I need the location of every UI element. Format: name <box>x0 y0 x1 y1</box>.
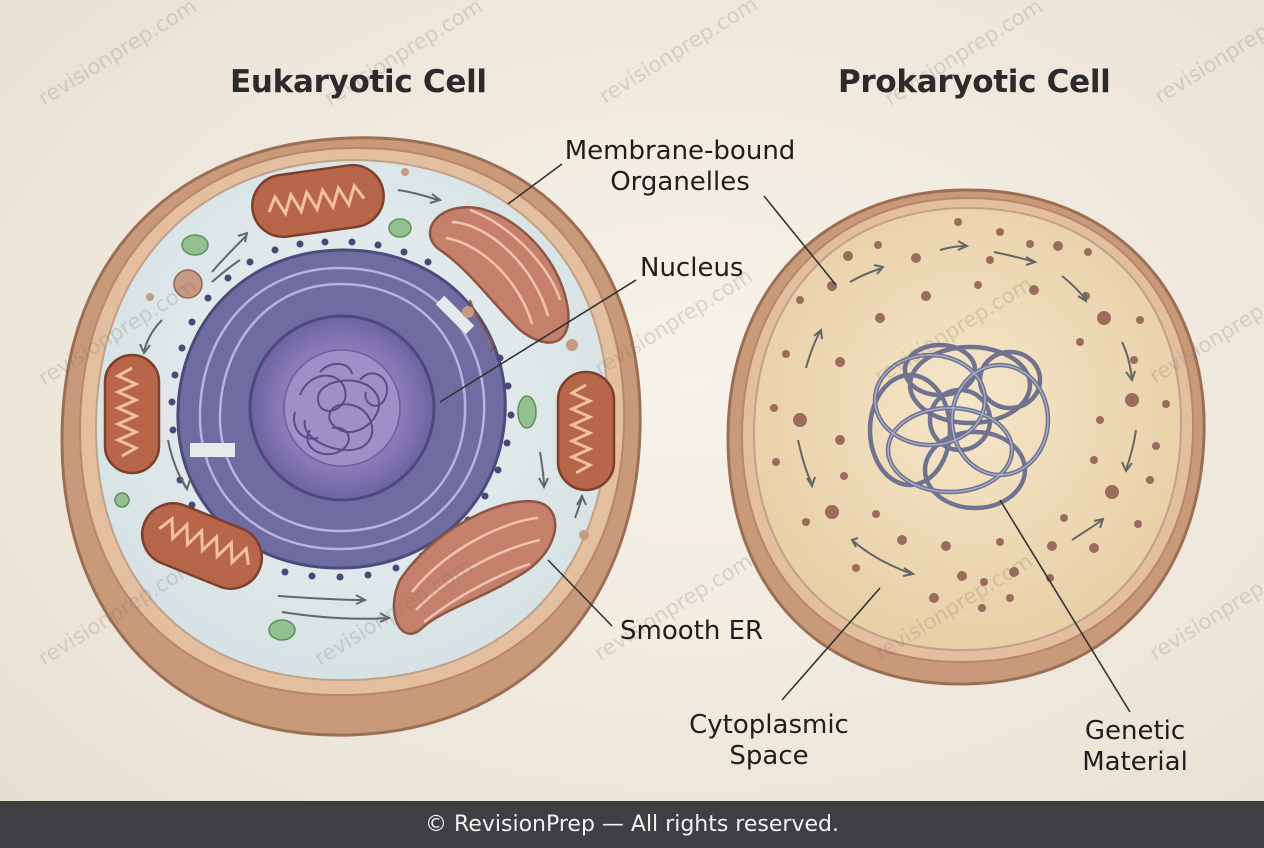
streaming-arrows <box>139 189 587 623</box>
golgi-upper <box>428 205 570 353</box>
golgi-lower <box>392 500 557 635</box>
leader-lines <box>439 163 1131 713</box>
mitochondrion-left <box>103 353 161 475</box>
circular-dna-highlight <box>874 354 1049 493</box>
leader-cytoplasmic-space <box>781 587 881 701</box>
label-cytoplasmic-line2: Space <box>729 741 809 771</box>
prokaryote-ribosomes <box>770 218 1170 612</box>
leader-nucleus <box>439 279 637 403</box>
label-smooth-er: Smooth ER <box>620 616 764 646</box>
label-genetic-line1: Genetic <box>1084 716 1186 746</box>
title-eukaryotic-cell: Eukaryotic Cell <box>230 64 487 100</box>
mitochondrion-top <box>251 163 385 239</box>
leader-membrane-bound-right <box>763 195 837 286</box>
leader-membrane-bound-left <box>507 163 563 205</box>
leader-smooth-er <box>547 559 613 627</box>
title-prokaryotic-cell: Prokaryotic Cell <box>838 64 1111 100</box>
label-cytoplasmic-line1: Cytoplasmic <box>689 710 849 740</box>
eukaryotic-cell <box>60 136 642 737</box>
label-membrane-bound-line1: Membrane-bound <box>564 136 796 166</box>
label-membrane-bound-organelles: Membrane-bound Organelles <box>562 136 798 198</box>
mitochondrion-right <box>556 370 616 492</box>
leader-genetic-material <box>999 499 1131 713</box>
prokaryotic-cell <box>726 188 1206 686</box>
label-genetic-line2: Material <box>1082 747 1188 777</box>
vesicles <box>114 168 589 641</box>
chromatin <box>293 363 389 456</box>
nucleus <box>248 314 436 502</box>
label-genetic-material: Genetic Material <box>1070 716 1200 778</box>
label-nucleus: Nucleus <box>640 253 744 283</box>
label-membrane-bound-line2: Organelles <box>610 167 750 197</box>
prokaryote-streaming-arrows <box>797 240 1137 577</box>
mitochondrion-bottom <box>141 502 263 590</box>
label-cytoplasmic-space: Cytoplasmic Space <box>680 710 858 772</box>
footer-copyright: © RevisionPrep — All rights reserved. <box>0 801 1264 848</box>
